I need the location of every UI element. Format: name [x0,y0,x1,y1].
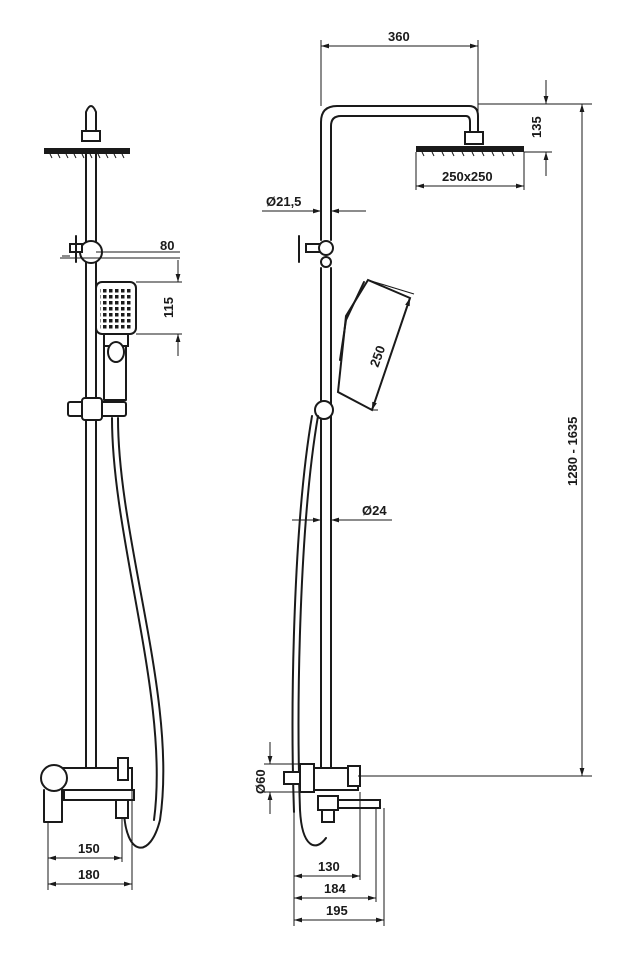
front-hose-connector [115,799,129,819]
side-wall-inlet [283,771,301,785]
front-hand-shower-button [107,341,125,363]
side-hose-connector [321,809,335,823]
dim-130-label: 130 [318,859,340,874]
dim-250-label: 250 [367,344,389,370]
side-head-connector [464,131,484,145]
front-hand-shower-handle [103,345,127,401]
front-mixer-lever [43,789,63,823]
side-slider-knob [314,400,334,420]
front-dimensions: 80 115 150 180 [47,238,182,890]
side-dimensions: 360 135 250x250 Ø21,5 250 Ø24 1280 - 163… [253,29,592,926]
side-wall-escutcheon [299,763,315,793]
side-shower-arm-inner [330,115,471,241]
side-rain-head [416,146,524,152]
dim-150-label: 150 [78,841,100,856]
front-head-connector [81,130,101,142]
dim-115-label: 115 [161,297,176,318]
front-rain-head [44,148,130,154]
dim-250-ext-top [367,279,415,295]
side-hand-shower-grip [339,319,347,361]
front-slider-clamp [81,397,103,421]
dim-184-label: 184 [324,881,346,896]
dim-250-line [371,297,411,411]
dim-d215-label: Ø21,5 [266,194,301,209]
side-rain-head-nozzles [421,151,515,157]
side-view [283,105,524,847]
side-hose [297,415,327,847]
front-hose-inner [111,417,158,821]
side-hand-shower-edge [345,281,365,321]
dim-195-label: 195 [326,903,348,918]
dim-80-label: 80 [160,238,174,253]
front-view [40,105,165,849]
side-diverter-body [318,240,334,256]
side-spout [337,799,381,809]
front-rain-head-nozzles [49,153,125,159]
dim-height-label: 1280 - 1635 [565,417,580,486]
dim-head-label: 250x250 [442,169,493,184]
front-top-knob [85,105,97,139]
side-diverter-outlet [320,256,332,268]
front-wall-escutcheon [40,764,68,792]
front-mixer-cartridge [117,757,129,781]
dim-360-label: 360 [388,29,410,44]
side-mixer-lever [317,795,339,811]
front-hand-shower-nozzles [100,287,132,329]
dim-135-label: 135 [529,116,544,138]
dim-d24-label: Ø24 [362,503,387,518]
front-spout [63,789,135,801]
dim-d60-label: Ø60 [253,769,268,794]
front-hose [117,417,165,849]
dim-180-label: 180 [78,867,100,882]
